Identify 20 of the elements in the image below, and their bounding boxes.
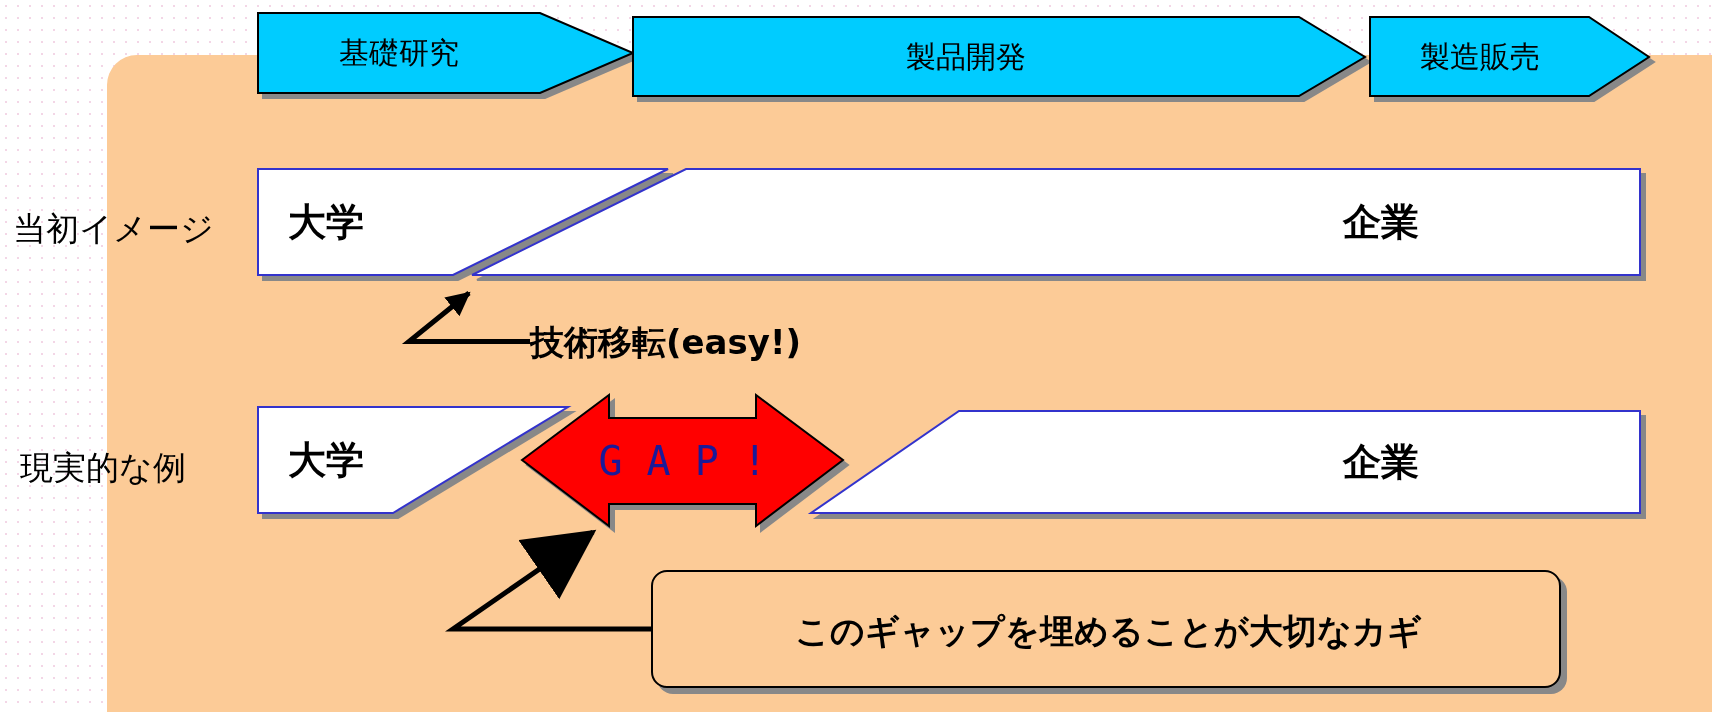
phase-band: [633, 17, 1365, 96]
company-block: [811, 411, 1640, 513]
block-label: 大学: [288, 203, 364, 241]
phase-band: [1370, 17, 1649, 96]
phase-band: [258, 13, 633, 93]
row-label: 現実的な例: [20, 451, 186, 484]
leader-arrow: [445, 529, 651, 632]
gap-label: GAP!: [598, 440, 791, 481]
block-label: 大学: [288, 441, 364, 479]
block-label: 企業: [1343, 443, 1419, 481]
callout-text: このギャップを埋めることが大切なカギ: [794, 614, 1422, 648]
block-label: 企業: [1343, 203, 1419, 241]
leader-arrow: [401, 291, 530, 344]
gap-banner: [522, 395, 843, 526]
phase-label: 製品開発: [906, 41, 1026, 72]
phase-label: 基礎研究: [339, 38, 459, 68]
annotation-text: 技術移転(easy!): [530, 324, 801, 359]
phase-label: 製造販売: [1419, 41, 1540, 72]
university-block: [258, 169, 668, 275]
row-label: 当初イメージ: [13, 212, 214, 245]
